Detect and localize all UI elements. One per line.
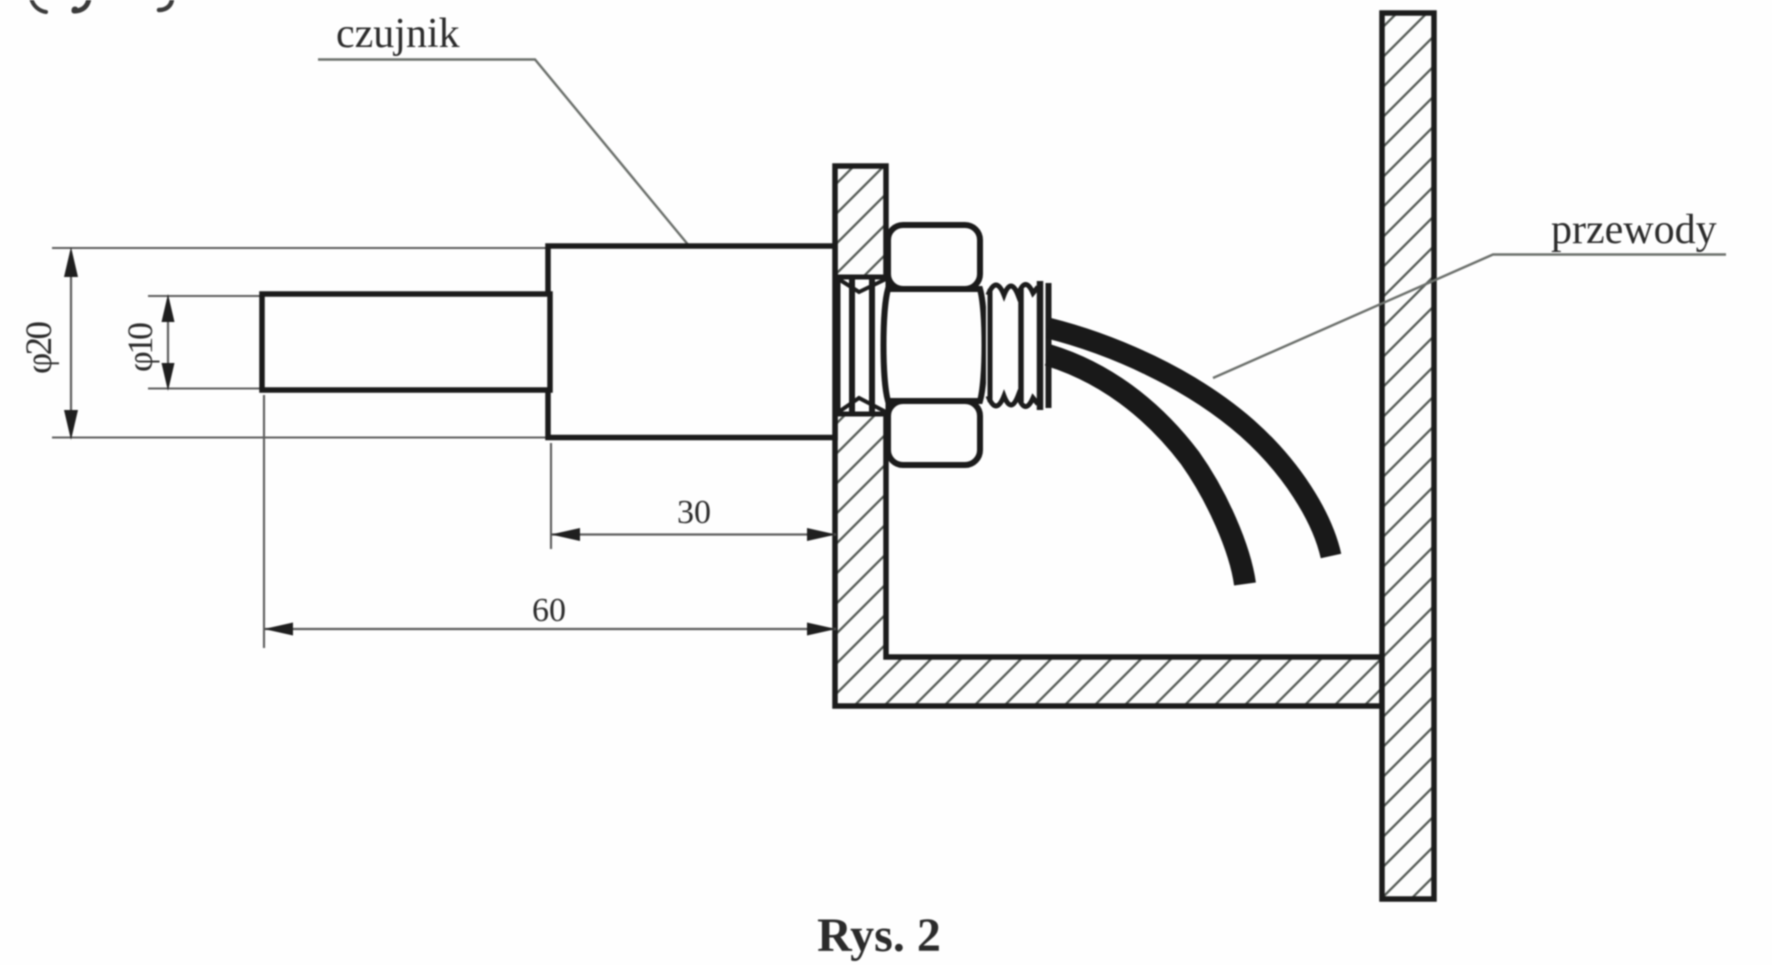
svg-text:Rys. 2: Rys. 2: [817, 909, 941, 962]
svg-text:60: 60: [532, 592, 566, 629]
svg-text:przewody: przewody: [1551, 207, 1717, 253]
svg-text:czujnik: czujnik: [336, 11, 460, 57]
svg-text:φ20: φ20: [19, 321, 60, 374]
svg-text:φ10: φ10: [120, 322, 160, 372]
svg-text:30: 30: [677, 494, 711, 531]
